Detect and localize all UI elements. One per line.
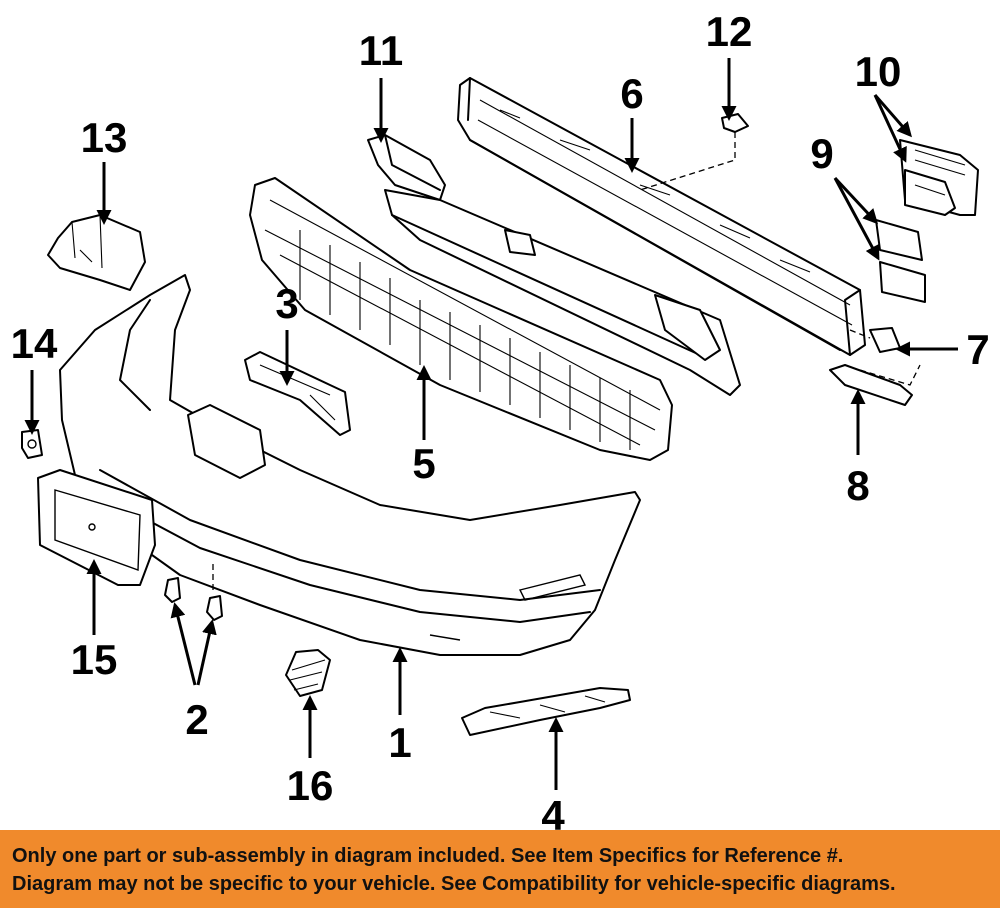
callout-15: 15 (71, 636, 118, 683)
leader-2a (170, 602, 197, 686)
part-10-brackets (899, 139, 979, 216)
callout-9: 9 (810, 130, 833, 177)
disclaimer-line-1: Only one part or sub-assembly in diagram… (12, 845, 844, 867)
part-1-bumper-cover (59, 274, 641, 656)
callout-labels: 1 2 3 4 5 6 7 8 9 10 11 12 13 14 15 16 (11, 8, 990, 830)
callout-11: 11 (359, 27, 403, 74)
leader-10a (873, 94, 912, 138)
disclaimer-line-2: Diagram may not be specific to your vehi… (12, 873, 896, 895)
callout-14: 14 (11, 320, 58, 367)
leader-9a (833, 176, 879, 225)
part-2-push-pins (164, 560, 223, 621)
parts-diagram: 1 2 3 4 5 6 7 8 9 10 11 12 13 14 15 16 (11, 8, 990, 830)
callout-7: 7 (966, 326, 989, 373)
leader-2b (196, 619, 217, 686)
callout-13: 13 (81, 114, 128, 161)
callout-16: 16 (287, 762, 334, 809)
part-5-carrier (384, 189, 741, 396)
part-13-mount (47, 214, 146, 291)
part-5-energy-absorber (249, 177, 673, 461)
part-16-emblem (285, 649, 331, 697)
callout-12: 12 (706, 8, 753, 55)
callout-10: 10 (855, 48, 902, 95)
callout-6: 6 (620, 70, 643, 117)
leader-9b (833, 177, 880, 261)
leader-lines (24, 58, 958, 790)
disclaimer-banner: Only one part or sub-assembly in diagram… (0, 830, 1000, 908)
leader-10b (873, 94, 907, 163)
callout-3: 3 (275, 280, 298, 327)
part-8-bracket (829, 364, 921, 406)
part-11-bracket (367, 134, 446, 201)
part-4-air-deflector (461, 687, 631, 736)
callout-4: 4 (541, 792, 565, 830)
part-6-reinforcement-bar (457, 77, 866, 356)
part-3-bracket (244, 351, 351, 436)
part-9-plates (875, 219, 926, 303)
callout-5: 5 (412, 440, 435, 487)
callout-2: 2 (185, 696, 208, 743)
callout-1: 1 (388, 719, 411, 766)
diagram-canvas: 1 2 3 4 5 6 7 8 9 10 11 12 13 14 15 16 (11, 8, 990, 830)
part-14-clip (21, 429, 43, 459)
part-15-side-marker (37, 469, 156, 586)
callout-8: 8 (846, 462, 869, 509)
